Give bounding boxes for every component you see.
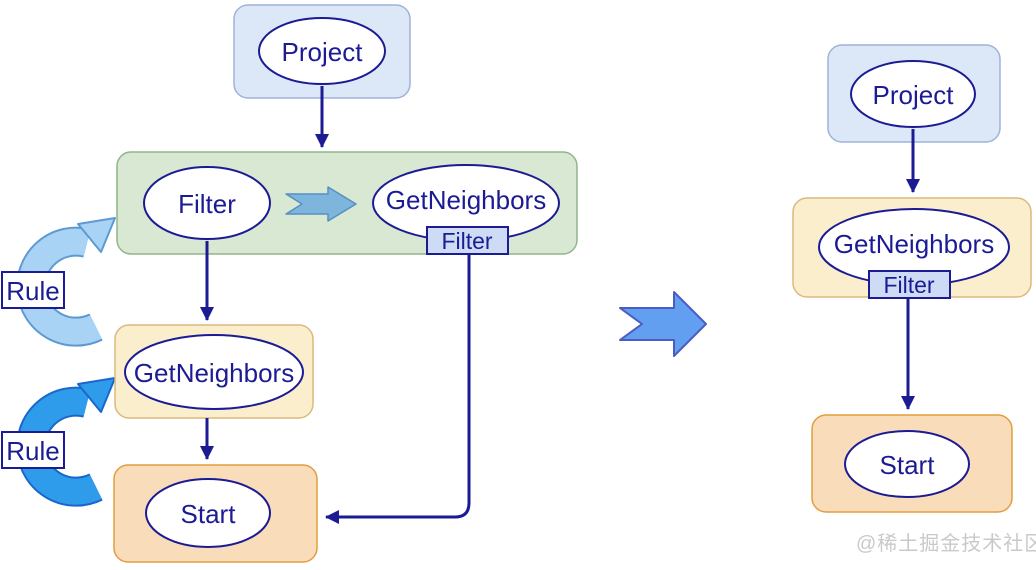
rule-label-bottom-text: Rule bbox=[6, 436, 59, 466]
filter-ellipse bbox=[143, 166, 271, 240]
rewrite-group-box: Filter GetNeighbors Filter bbox=[116, 151, 578, 255]
project-right-label: Project bbox=[873, 80, 955, 110]
start-left-ellipse bbox=[145, 478, 271, 548]
start-left-label: Start bbox=[181, 499, 237, 529]
node-getneighbors-right: GetNeighbors Filter bbox=[792, 197, 1032, 299]
project-right-ellipse bbox=[850, 60, 976, 128]
filter-chip-left-label: Filter bbox=[441, 228, 492, 254]
getneighbors-right-label: GetNeighbors bbox=[834, 229, 994, 259]
getneighbors-rewrite-label: GetNeighbors bbox=[386, 185, 546, 215]
project-left-label: Project bbox=[282, 37, 364, 67]
start-right-ellipse bbox=[844, 430, 970, 498]
rule-label-bottom: Rule bbox=[1, 431, 65, 469]
filter-chip-left-box bbox=[426, 226, 509, 255]
node-project-left: Project bbox=[233, 4, 411, 99]
filter-label: Filter bbox=[178, 189, 236, 219]
node-project-right: Project bbox=[827, 44, 1001, 143]
node-getneighbors-left: GetNeighbors bbox=[114, 324, 314, 419]
start-right-label: Start bbox=[880, 450, 936, 480]
edge-filterchip-to-start bbox=[325, 254, 471, 524]
right-plan: Project GetNeighbors Filter Start bbox=[792, 44, 1032, 513]
watermark-text: @稀土掘金技术社区 bbox=[856, 532, 1036, 555]
rule-label-top-box bbox=[1, 271, 65, 309]
transform-arrow-icon bbox=[619, 291, 707, 357]
filter-chip-right-box bbox=[868, 270, 951, 299]
rule-label-top-text: Rule bbox=[6, 276, 59, 306]
getneighbors-left-label: GetNeighbors bbox=[134, 358, 294, 388]
node-start-left: Start bbox=[113, 464, 318, 563]
rule-label-top: Rule bbox=[1, 271, 65, 309]
rule-label-bottom-box bbox=[1, 431, 65, 469]
rewrite-arrow-icon bbox=[285, 186, 357, 222]
getneighbors-left-ellipse bbox=[124, 334, 304, 410]
left-plan: Rule Rule Project Filter GetNeighbors Fi… bbox=[1, 4, 578, 563]
filter-chip-right-label: Filter bbox=[883, 272, 934, 298]
project-left-ellipse bbox=[258, 17, 386, 85]
node-start-right: Start bbox=[811, 414, 1013, 513]
